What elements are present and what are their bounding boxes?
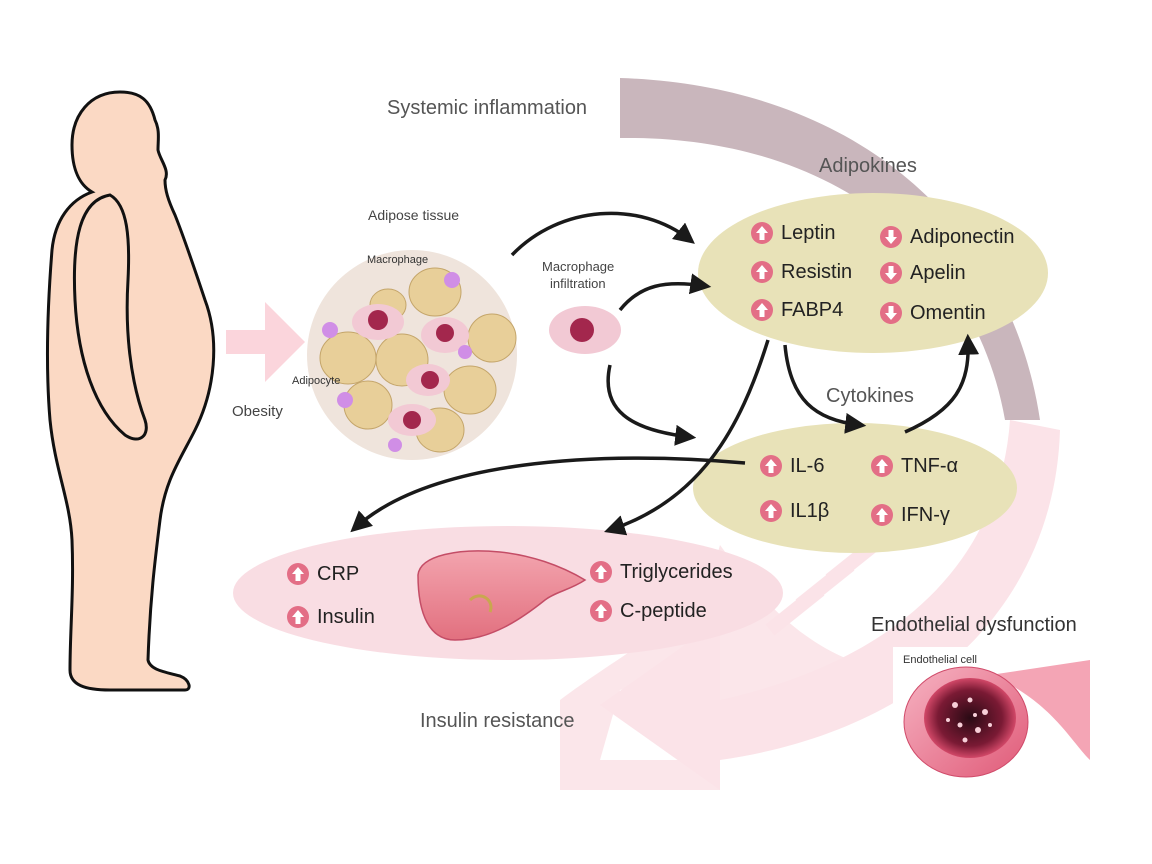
marker-label: IL1β [790, 500, 830, 522]
marker-c-peptide: C-peptide [590, 600, 707, 622]
label-macrophage: Macrophage [367, 254, 429, 266]
up-arrow-icon [751, 299, 773, 321]
marker-omentin: Omentin [880, 302, 986, 324]
macrophages-in-tissue [322, 272, 472, 452]
up-arrow-icon [287, 606, 309, 628]
marker-label: CRP [317, 563, 360, 585]
up-arrow-icon [751, 222, 773, 244]
insulin-resistance-arrowhead [600, 620, 720, 790]
marker-label: Insulin [317, 606, 375, 628]
up-arrow-icon [287, 563, 309, 585]
marker-label: Triglycerides [620, 561, 733, 583]
label-macrophage-infiltration-1: Macrophage [542, 259, 615, 274]
marker-label: TNF-α [901, 455, 959, 477]
marker-resistin: Resistin [751, 261, 852, 283]
arrow-infiltration-to-cytokines [606, 364, 697, 446]
up-arrow-icon [760, 500, 782, 522]
arrow-adipokines-to-liver [604, 339, 770, 536]
infiltrating-macrophage [549, 306, 621, 354]
marker-il1b: IL1β [760, 500, 829, 522]
marker-triglycerides: Triglycerides [590, 561, 733, 583]
up-arrow-icon [871, 504, 893, 526]
obesity-arrow [226, 302, 305, 382]
label-adipokines: Adipokines [819, 155, 917, 177]
marker-apelin: Apelin [880, 262, 966, 284]
arrow-infiltration-to-adipokines [618, 273, 712, 312]
down-arrow-icon [880, 262, 902, 284]
gallbladder [468, 594, 493, 613]
marker-label: Omentin [910, 302, 986, 324]
up-arrow-icon [590, 600, 612, 622]
arrow-cytokines-to-adipokines [904, 333, 980, 434]
pink-outer-band [720, 420, 1060, 760]
marker-label: Adiponectin [910, 226, 1015, 248]
up-arrow-icon [760, 455, 782, 477]
marker-label: FABP4 [781, 299, 844, 321]
marker-label: C-peptide [620, 600, 707, 622]
arrow-adipokines-to-cytokines [783, 344, 867, 434]
label-endothelial-cell: Endothelial cell [903, 654, 977, 666]
body-arm [72, 193, 148, 441]
liver-illustration [417, 550, 587, 641]
marker-crp: CRP [287, 563, 359, 585]
vessel-body [990, 660, 1090, 760]
marker-label: IFN-γ [901, 504, 950, 526]
marker-il6: IL-6 [760, 455, 824, 477]
marker-insulin: Insulin [287, 606, 375, 628]
up-arrow-icon [590, 561, 612, 583]
label-adipocyte: Adipocyte [292, 375, 341, 387]
label-insulin-resistance: Insulin resistance [420, 710, 575, 732]
arrow-cytokines-to-liver [350, 456, 746, 533]
marker-tnf-alpha: TNF-α [871, 455, 958, 477]
arrow-tissue-to-adipokines [510, 211, 695, 257]
vessel-lumen [924, 678, 1016, 758]
adipokines-ellipse [698, 193, 1048, 353]
label-obesity: Obesity [232, 403, 283, 420]
vessel-particles [946, 697, 992, 743]
marker-leptin: Leptin [751, 222, 836, 244]
marker-fabp4: FABP4 [751, 299, 843, 321]
marker-label: Apelin [910, 262, 966, 284]
label-macrophage-infiltration-2: infiltration [550, 276, 606, 291]
marker-label: IL-6 [790, 455, 825, 477]
up-arrow-icon [751, 261, 773, 283]
down-arrow-icon [880, 226, 902, 248]
label-cytokines: Cytokines [826, 385, 914, 407]
label-systemic-inflammation: Systemic inflammation [387, 97, 588, 119]
label-endothelial-dysfunction: Endothelial dysfunction [871, 614, 1077, 636]
marker-ifn-gamma: IFN-γ [871, 504, 950, 526]
up-arrow-icon [871, 455, 893, 477]
label-adipose-tissue: Adipose tissue [368, 207, 460, 223]
down-arrow-icon [880, 302, 902, 324]
marker-label: Leptin [781, 222, 836, 244]
adipocytes [319, 267, 517, 453]
cytokines-ellipse [693, 423, 1017, 553]
marker-label: Resistin [781, 261, 853, 283]
marker-adiponectin: Adiponectin [880, 226, 1015, 248]
body-silhouette [45, 90, 216, 692]
